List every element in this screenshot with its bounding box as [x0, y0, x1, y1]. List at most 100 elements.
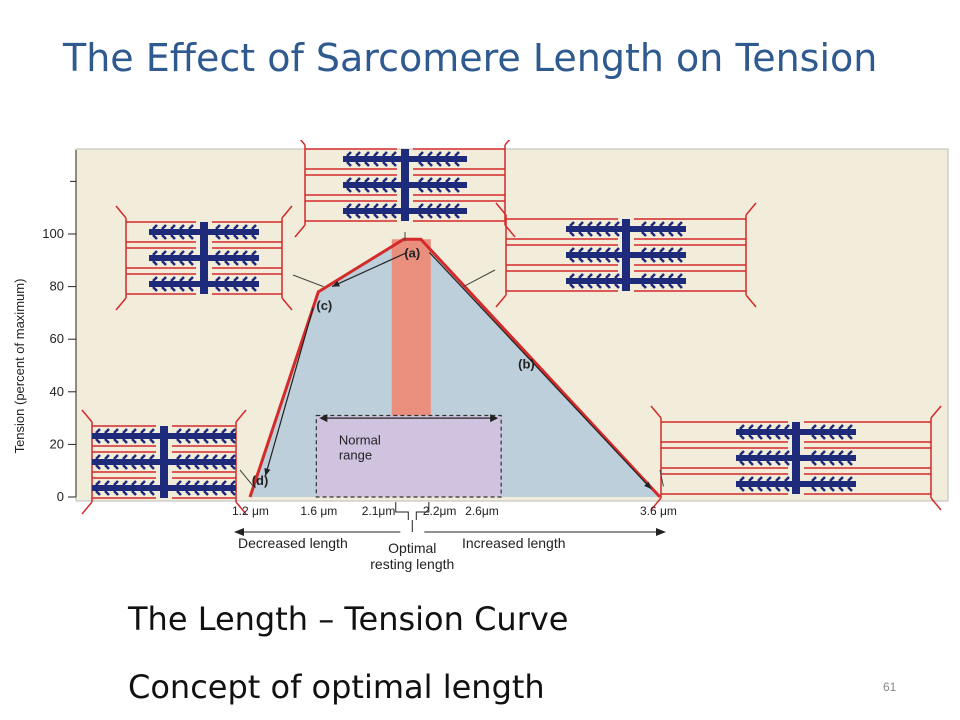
myosin-head — [179, 250, 185, 266]
myosin-head — [203, 454, 209, 470]
myosin-head — [188, 224, 194, 240]
leader-b — [463, 269, 496, 288]
x-tick-label: 3.6 μm — [640, 504, 677, 518]
myosin-head — [131, 480, 137, 496]
x-tick-label: 1.6 μm — [300, 504, 337, 518]
myosin-head — [454, 177, 460, 193]
myosin-head — [775, 424, 781, 440]
myosin-head — [587, 247, 593, 263]
myosin-head — [829, 450, 835, 466]
myosin-head — [748, 476, 754, 492]
myosin-head — [659, 273, 665, 289]
x-tick-label: 2.2μm — [423, 504, 457, 518]
myosin-head — [215, 224, 221, 240]
myosin-head — [391, 177, 397, 193]
myosin-head — [95, 454, 101, 470]
myosin-head — [104, 454, 110, 470]
myosin-head — [224, 250, 230, 266]
myosin-head — [113, 454, 119, 470]
myosin-head — [149, 480, 155, 496]
arrow-a-to-b-head — [644, 481, 652, 490]
myosin-head — [436, 203, 442, 219]
myosin-head — [578, 247, 584, 263]
myosin-head — [179, 224, 185, 240]
myosin-head — [176, 428, 182, 444]
myosin-head — [829, 424, 835, 440]
myosin-head — [739, 450, 745, 466]
myosin-head — [176, 454, 182, 470]
myosin-head — [766, 476, 772, 492]
x-tick-label: 1.2 μm — [232, 504, 269, 518]
optimal-bracket — [395, 502, 430, 520]
sarcomere-stretched — [495, 202, 757, 308]
myosin-head — [578, 221, 584, 237]
myosin-head — [382, 203, 388, 219]
x-tick-label: 2.6μm — [465, 504, 499, 518]
myosin-head — [122, 480, 128, 496]
myosin-head — [569, 221, 575, 237]
myosin-head — [203, 480, 209, 496]
y-tick-label: 100 — [42, 226, 64, 241]
myosin-head — [587, 273, 593, 289]
myosin-head — [149, 454, 155, 470]
leader-end — [659, 469, 664, 487]
myosin-head — [242, 250, 248, 266]
myosin-head — [224, 276, 230, 292]
myosin-head — [829, 476, 835, 492]
myosin-head — [215, 276, 221, 292]
myosin-head — [113, 480, 119, 496]
myosin-head — [122, 454, 128, 470]
arrow-c-to-d — [264, 307, 314, 477]
y-tick-label: 80 — [50, 279, 64, 294]
sarcomere-optimal — [294, 132, 516, 238]
myosin-head — [614, 273, 620, 289]
point-label: (b) — [518, 357, 535, 372]
myosin-head — [650, 221, 656, 237]
myosin-head — [170, 250, 176, 266]
myosin-head — [161, 250, 167, 266]
myosin-head — [364, 151, 370, 167]
myosin-head — [224, 224, 230, 240]
myosin-head — [578, 273, 584, 289]
myosin-head — [757, 476, 763, 492]
myosin-head — [188, 276, 194, 292]
myosin-head — [454, 203, 460, 219]
myosin-head — [104, 480, 110, 496]
arrow-c-to-d-head — [264, 468, 271, 476]
myosin-head — [233, 276, 239, 292]
myosin-head — [131, 428, 137, 444]
myosin-head — [382, 177, 388, 193]
myosin-head — [418, 151, 424, 167]
m-line — [160, 426, 168, 498]
myosin-head — [838, 450, 844, 466]
bullet-optimal-length: Concept of optimal length — [128, 668, 545, 706]
myosin-head — [811, 424, 817, 440]
myosin-head — [596, 221, 602, 237]
myosin-head — [355, 203, 361, 219]
myosin-head — [140, 480, 146, 496]
myosin-head — [757, 450, 763, 466]
myosin-head — [346, 203, 352, 219]
myosin-head — [152, 276, 158, 292]
arrow-a-to-c — [331, 251, 408, 288]
myosin-head — [811, 476, 817, 492]
myosin-head — [170, 224, 176, 240]
myosin-head — [233, 224, 239, 240]
bullet-length-tension: The Length – Tension Curve — [128, 600, 569, 638]
myosin-head — [230, 480, 236, 496]
myosin-head — [587, 221, 593, 237]
z-line — [281, 205, 293, 311]
myosin-head — [251, 276, 257, 292]
myosin-head — [212, 480, 218, 496]
decreased-arrowhead — [234, 528, 244, 536]
y-axis-label: Tension (percent of maximum) — [12, 279, 27, 454]
sarcomere-compressed — [81, 409, 247, 515]
myosin-head — [775, 450, 781, 466]
myosin-head — [436, 151, 442, 167]
myosin-head — [95, 480, 101, 496]
myosin-head — [364, 203, 370, 219]
myosin-head — [847, 424, 853, 440]
myosin-head — [641, 273, 647, 289]
myosin-head — [230, 428, 236, 444]
